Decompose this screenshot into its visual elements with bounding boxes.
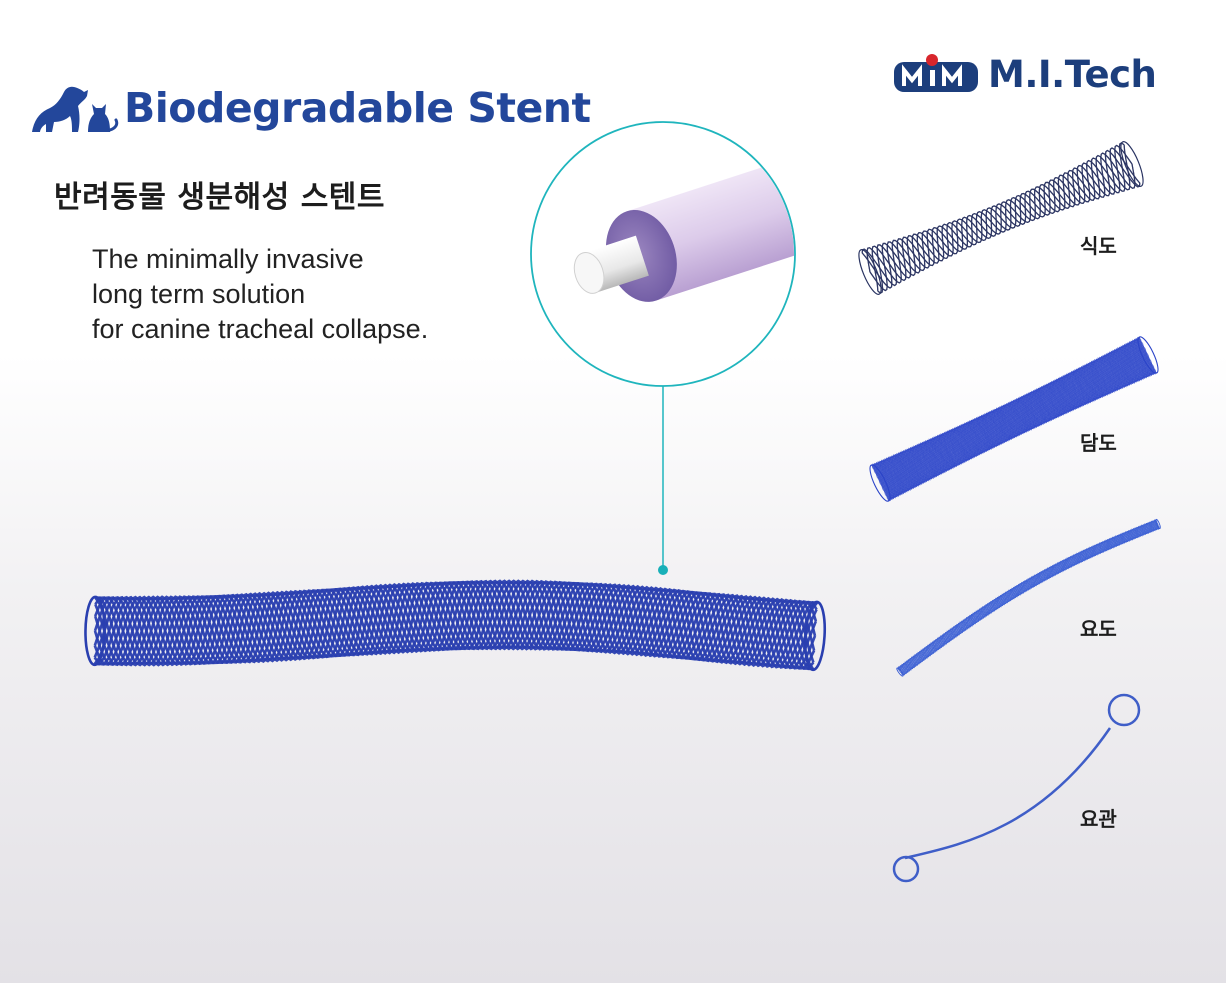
title-row: Biodegradable Stent [28,80,591,136]
stent-wire [871,337,1149,497]
biliary-stent-icon [869,336,1159,502]
stent-wire [93,579,815,670]
stent-end-ring [1120,141,1144,187]
stent-end-ring [1137,336,1159,374]
stent-wire [872,343,1151,496]
stent-wire [94,579,818,670]
subtitle-korean: 반려동물 생분해성 스텐트 [54,180,385,215]
stent-label-ureteral: 요관 [1080,807,1117,831]
stent-wire [861,142,1126,289]
stent-wire [861,142,1126,289]
mitech-logo-mark-icon [894,54,978,92]
description-line-1: The minimally invasive [92,244,364,274]
stent-wire [901,521,1160,676]
callout-dot [658,565,668,575]
stent-wire [93,579,816,668]
stent-end-ring [858,249,882,295]
urethral-stent-icon [896,518,1161,677]
description-line-2: long term solution [92,279,306,309]
stent-wire [872,336,1147,498]
description: The minimally invasive long term solutio… [92,242,428,347]
stent-wire [898,521,1159,673]
biodegradable-stent-mesh [84,579,827,672]
stent-end-ring [84,595,106,667]
brand-logo: M.I.Tech [892,52,1157,96]
stent-end-ring [896,667,904,677]
stent-wire [94,579,815,670]
stent-wire [899,521,1160,675]
stent-end-ring [869,464,891,502]
stent-wire [861,144,1131,287]
brand-logo-text: M.I.Tech [988,52,1157,96]
stent-label-esophageal: 식도 [1080,234,1117,258]
stent-end-ring [803,600,827,672]
stent-wire [94,579,818,669]
magnifier-circle [530,121,796,387]
esophageal-stent-icon [858,141,1144,295]
stent-wire [876,147,1141,294]
stent-label-biliary: 담도 [1080,431,1117,455]
stent-wire [897,519,1158,674]
ureteral-stent-icon [892,693,1141,883]
stent-wire [897,519,1157,673]
dog-cat-icon [32,86,119,132]
stent-wire [869,144,1133,292]
stent-label-urethral: 요도 [1080,617,1117,641]
stent-wire [876,147,1141,294]
description-line-3: for canine tracheal collapse. [92,314,429,344]
page-title: Biodegradable Stent [124,84,591,132]
stent-end-ring [1155,518,1161,530]
stent-wire [901,520,1160,676]
